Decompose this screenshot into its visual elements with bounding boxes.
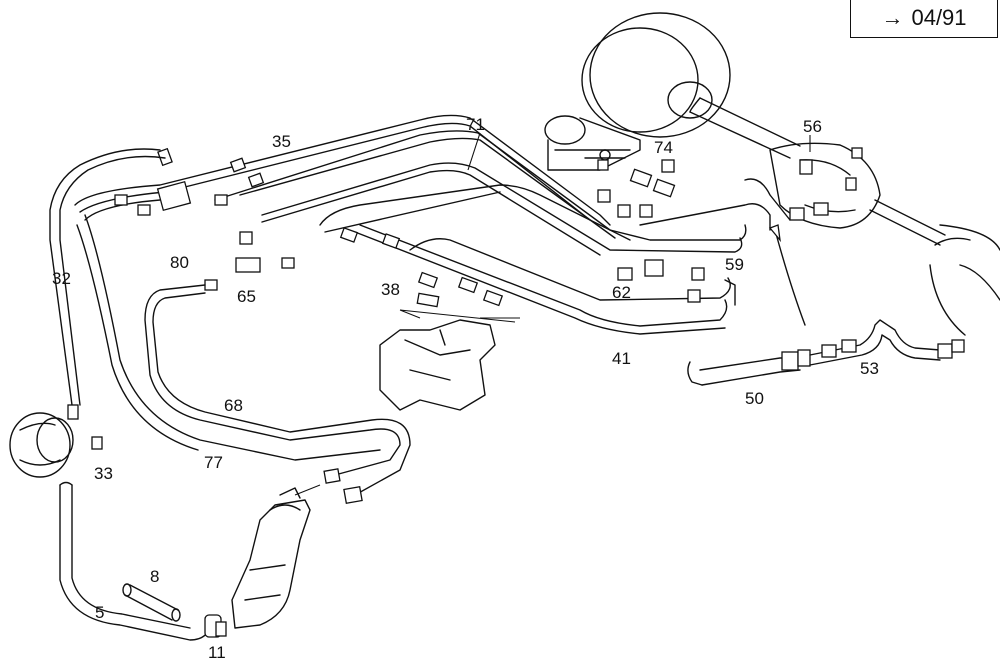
rear-hoses xyxy=(687,319,965,386)
rear-axle-assembly xyxy=(581,12,1000,336)
hose-5 xyxy=(59,481,227,641)
arrow-right-icon: → xyxy=(881,5,904,30)
proportioning-valve xyxy=(379,309,520,411)
master-cylinder xyxy=(544,115,641,171)
callout-32: 32 xyxy=(52,269,71,288)
left-feed-line xyxy=(49,148,166,420)
revision-box: → 04/91 xyxy=(850,0,998,38)
location-arrow xyxy=(768,224,806,326)
callout-5: 5 xyxy=(95,603,104,622)
leader-lines xyxy=(467,132,811,171)
callout-labels: 71 35 74 56 80 32 65 38 62 59 41 53 50 6… xyxy=(52,115,879,662)
lines-68-77 xyxy=(76,214,411,505)
callout-59: 59 xyxy=(725,255,744,274)
callout-71: 71 xyxy=(466,115,485,134)
callout-11: 11 xyxy=(208,643,226,662)
callout-56: 56 xyxy=(803,117,822,136)
callout-65: 65 xyxy=(237,287,256,306)
callout-35: 35 xyxy=(272,132,291,151)
callout-33: 33 xyxy=(94,464,113,483)
callout-53: 53 xyxy=(860,359,879,378)
callout-50: 50 xyxy=(745,389,764,408)
callout-8: 8 xyxy=(150,567,159,586)
callout-68: 68 xyxy=(224,396,243,415)
callout-80: 80 xyxy=(170,253,189,272)
brake-fluid-reservoir xyxy=(9,412,103,478)
callout-62: 62 xyxy=(612,283,631,302)
callout-41: 41 xyxy=(612,349,631,368)
callout-74: 74 xyxy=(654,138,673,157)
line-fittings xyxy=(114,147,863,308)
callout-38: 38 xyxy=(381,280,400,299)
lower-master-cylinder xyxy=(231,484,321,629)
brake-line-bundle xyxy=(74,114,791,335)
revision-date: 04/91 xyxy=(911,5,967,30)
callout-77: 77 xyxy=(204,453,223,472)
